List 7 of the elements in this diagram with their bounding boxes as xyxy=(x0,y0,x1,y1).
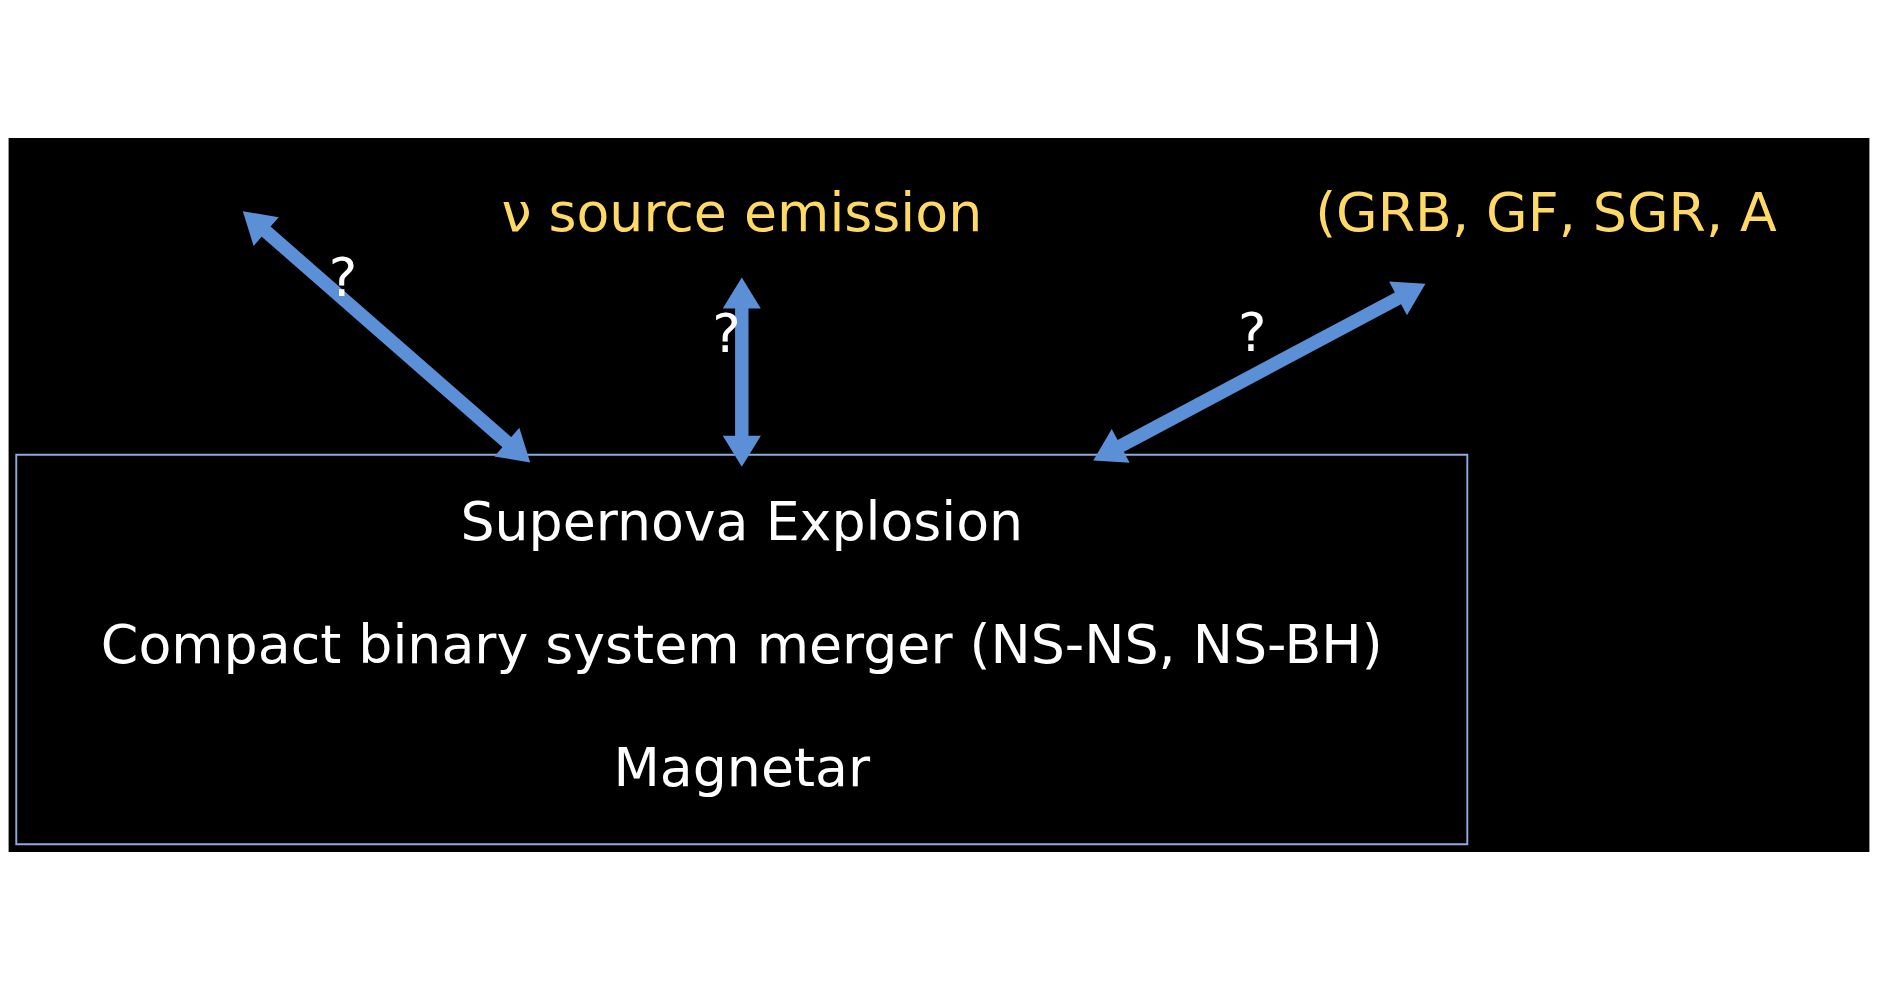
edge-label: ? xyxy=(1237,300,1267,364)
node-text: ν source emission xyxy=(501,180,983,244)
node-text: (GRB, GF, SGR, A xyxy=(1315,180,1777,244)
edge-label: ? xyxy=(328,245,358,309)
node-box: Supernova Explosion Compact binary system merger (NS-NS, NS-BH) Magnetar xyxy=(15,453,1469,845)
arrow xyxy=(1093,281,1426,463)
arrow xyxy=(242,210,531,463)
